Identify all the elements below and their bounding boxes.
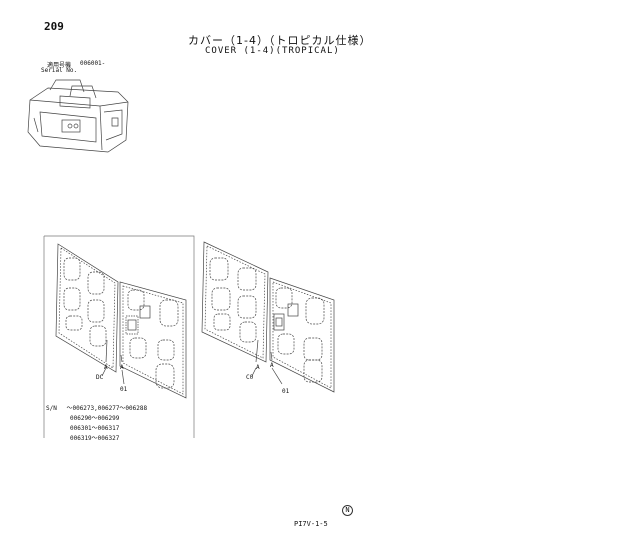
right-panel-front: [269, 277, 335, 393]
serial-notes: S/N ～006273,006277～006288 006290～006299 …: [46, 404, 147, 444]
serial-note-line-4: 006319～006327: [70, 435, 120, 442]
serial-note-line-3: 006301～006317: [70, 425, 120, 432]
left-panel-rear: [55, 243, 119, 373]
callout-right-a1: A: [256, 364, 260, 371]
left-panel-front: [119, 281, 187, 399]
serial-note-line-2: 006290～006299: [70, 415, 120, 422]
callout-right-ref1: C0: [246, 374, 254, 381]
footer-mark: N: [342, 505, 353, 516]
serial-value: 006001-: [80, 60, 106, 67]
callout-right-a2: A: [270, 362, 274, 369]
callout-left-ref1: DC: [96, 374, 104, 381]
right-panel-rear: [201, 241, 269, 363]
serial-label-japanese: 適用号機: [47, 62, 72, 69]
footer-page-code: PI7V-1-5: [294, 520, 328, 528]
title-english: COVER (1-4)(TROPICAL): [205, 46, 340, 56]
title-japanese: カバー（1-4）（トロピカル仕様）: [188, 34, 372, 47]
callout-left-a1: A: [104, 364, 108, 371]
callout-left-ref2: 01: [120, 386, 128, 393]
callout-right-ref2: 01: [282, 388, 290, 395]
serial-note-line-1: S/N ～006273,006277～006288: [46, 405, 148, 412]
page-number: 209: [44, 20, 64, 33]
callout-left-a2: A: [120, 364, 124, 371]
serial-note-prefix: S/N: [46, 405, 57, 412]
serial-label-english: Serial No.: [41, 67, 78, 74]
machine-thumbnail: [27, 79, 129, 153]
